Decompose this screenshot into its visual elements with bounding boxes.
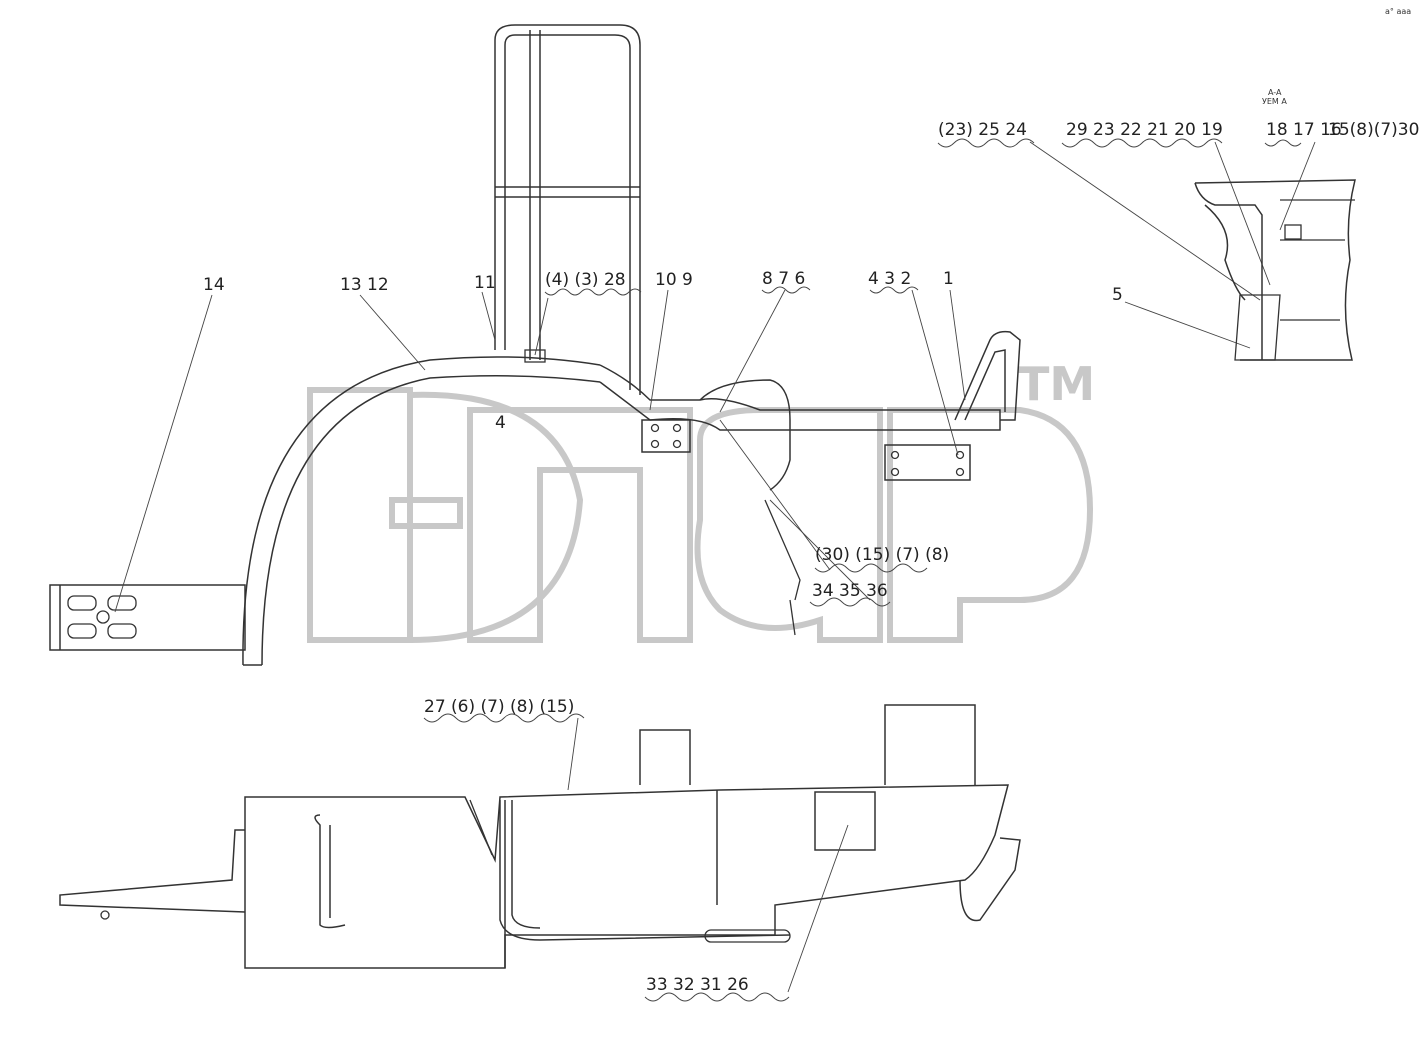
callout-27-6p-7p-8p-15p: 27 (6) (7) (8) (15) [424,697,574,717]
callout-4-3-2: 4 3 2 [868,269,911,289]
callout-34-35-36: 34 35 36 [812,581,888,601]
callout-4p-3p-28: (4) (3) 28 [545,270,626,290]
view-a-detail: A-A УЕМ А [1194,88,1356,361]
callout-30p-15p-7p-8p: (30) (15) (7) (8) [815,545,949,565]
watermark: TM [307,357,1095,643]
upper-assembly: 4 [49,24,1021,666]
callout-33-32-31-26: 33 32 31 26 [646,975,749,995]
callout-8-7-6: 8 7 6 [762,269,805,289]
leader-lines-lower [423,713,849,1002]
callout-29-23-22-21-20-19: 29 23 22 21 20 19 [1066,120,1223,140]
view-label-line2: УЕМ А [1262,97,1287,106]
callout-23p-25-24: (23) 25 24 [938,120,1027,140]
callout-labels: 14 13 12 11 (4) (3) 28 10 9 8 7 6 4 3 2 … [203,120,1419,995]
callout-10-9: 10 9 [655,270,693,290]
callout-5: 5 [1112,285,1123,305]
leader-lines-upper [114,138,1316,613]
callout-15p-8p-7p-30: 15(8)(7)30 [1328,120,1419,140]
callout-1: 1 [943,269,954,289]
lower-assembly [59,704,1021,969]
callout-11: 11 [474,273,496,293]
callout-14: 14 [203,275,225,295]
view-label-line1: A-A [1268,88,1282,97]
callout-13-12: 13 12 [340,275,389,295]
corner-mark: a° aaa [1385,7,1411,16]
watermark-tm: TM [1018,357,1095,411]
callout-18-17-16: 18 17 16 [1266,120,1342,140]
callout-inline-4: 4 [495,413,506,433]
